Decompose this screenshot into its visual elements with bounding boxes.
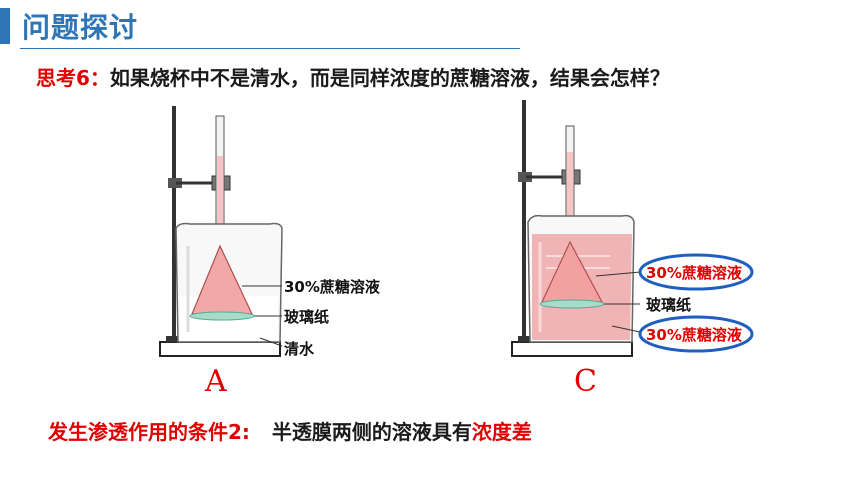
clamp-knob: [168, 178, 182, 188]
highlight-oval-top: [638, 253, 754, 291]
stand-rod: [522, 100, 526, 342]
tube-solution: [217, 156, 223, 282]
leader-solution: [595, 271, 641, 277]
leader-beaker: [611, 325, 641, 333]
label-membrane: 玻璃纸: [284, 308, 329, 326]
question-prefix: 思考6：: [36, 66, 110, 90]
label-funnel-solution: 30%蔗糖溶液: [284, 278, 381, 296]
label-beaker-liquid: 清水: [284, 340, 315, 358]
stand-rod: [172, 106, 176, 342]
question-line: 思考6：如果烧杯中不是清水，而是同样浓度的蔗糖溶液，结果会怎样？: [36, 62, 670, 91]
figure-c-letter: C: [574, 364, 597, 399]
figure-a: 30%蔗糖溶液 玻璃纸 清水: [150, 96, 420, 366]
leader-water: [259, 337, 283, 347]
tube-solution: [567, 152, 573, 272]
stand-base: [159, 341, 281, 357]
membrane: [189, 311, 255, 321]
question-text: 如果烧杯中不是清水，而是同样浓度的蔗糖溶液，结果会怎样？: [109, 66, 670, 90]
header-divider: [20, 48, 520, 49]
stand-base: [511, 341, 633, 357]
label-membrane: 玻璃纸: [646, 296, 691, 314]
figure-c-diagram: 30%蔗糖溶液 玻璃纸 30%蔗糖溶液: [511, 100, 754, 357]
page-title: 问题探讨: [22, 11, 139, 44]
label-beaker-liquid: 30%蔗糖溶液: [646, 326, 743, 344]
highlight-oval-bottom: [638, 315, 754, 353]
figure-a-diagram: 30%蔗糖溶液 玻璃纸 清水: [159, 106, 381, 358]
condition-line: 发生渗透作用的条件2: 半透膜两侧的溶液具有浓度差: [48, 416, 532, 445]
condition-highlight: 浓度差: [471, 420, 532, 444]
condition-text: 半透膜两侧的溶液具有: [271, 420, 472, 444]
figure-a-letter: A: [205, 364, 227, 399]
figure-c: 30%蔗糖溶液 玻璃纸 30%蔗糖溶液: [500, 96, 790, 366]
label-funnel-solution: 30%蔗糖溶液: [646, 264, 743, 282]
membrane: [539, 299, 605, 309]
clamp-knob: [518, 172, 532, 182]
condition-label: 发生渗透作用的条件2:: [48, 420, 250, 444]
header-accent-bar: [0, 8, 10, 44]
